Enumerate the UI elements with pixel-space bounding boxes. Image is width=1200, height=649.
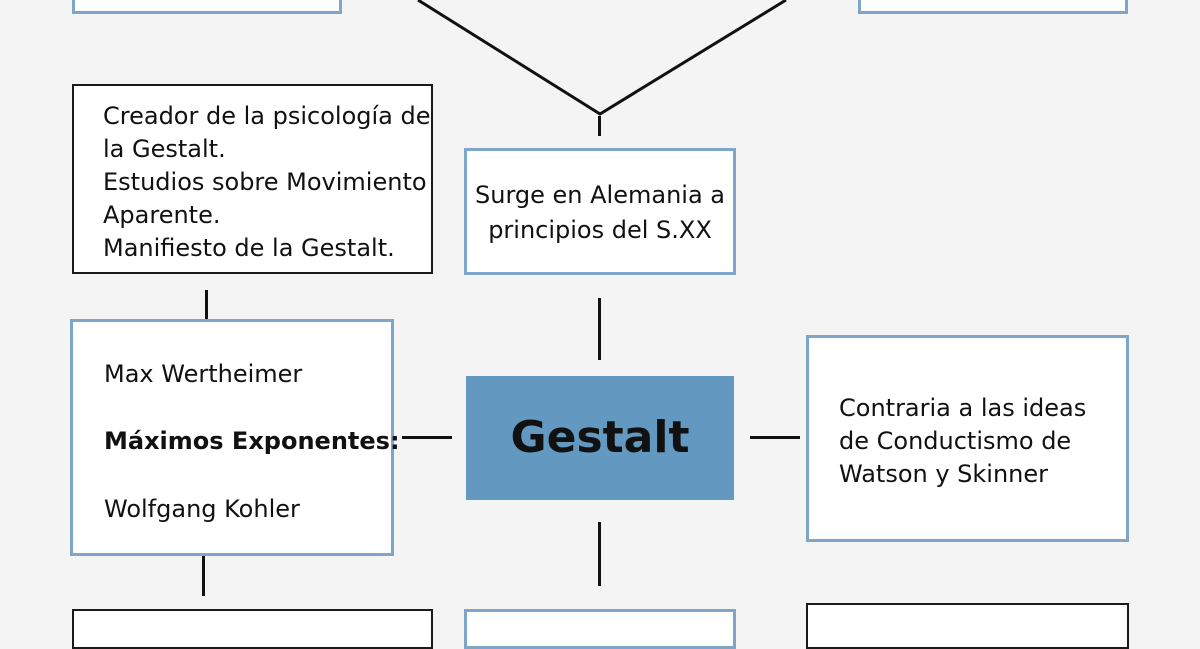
connector-creador-to-exponentes	[205, 290, 208, 342]
connector-exponentes-to-bottom	[202, 542, 205, 596]
creador-line-5: Manifiesto de la Gestalt.	[103, 234, 395, 262]
exponentes-heading: Máximos Exponentes:	[104, 427, 400, 455]
surge-box: Surge en Alemania a principios del S.XX	[464, 148, 736, 275]
creador-line-2: la Gestalt.	[103, 135, 226, 163]
connector-left-to-gestalt	[402, 436, 452, 439]
top-right-partial-box	[858, 0, 1128, 14]
creador-line-4: Aparente.	[103, 201, 221, 229]
creador-line-3: Estudios sobre Movimiento	[103, 168, 427, 196]
exponent-name-wertheimer: Max Wertheimer	[104, 360, 303, 388]
surge-line-2: principios del S.XX	[488, 216, 712, 244]
contraria-line-2: de Conductismo de	[839, 427, 1072, 455]
top-chevron-connector	[417, 0, 787, 116]
connector-gestalt-to-bottom	[598, 522, 601, 586]
exponent-name-kohler: Wolfgang Kohler	[104, 495, 300, 523]
contraria-line-3: Watson y Skinner	[839, 460, 1049, 488]
creador-box: Creador de la psicología de la Gestalt. …	[72, 84, 433, 274]
connector-gestalt-to-right	[750, 436, 800, 439]
contraria-box: Contraria a las ideas de Conductismo de …	[806, 335, 1129, 542]
connector-surge-to-gestalt	[598, 298, 601, 360]
connector-lines	[417, 0, 787, 116]
exponentes-box: Max Wertheimer Máximos Exponentes: Wolfg…	[70, 319, 400, 556]
bottom-center-partial-box	[464, 609, 736, 649]
bottom-right-partial-box	[806, 603, 1129, 649]
bottom-left-partial-box	[72, 609, 433, 649]
contraria-line-1: Contraria a las ideas	[839, 394, 1087, 422]
connector-chevron-to-surge	[598, 116, 601, 136]
top-left-partial-box	[72, 0, 342, 14]
gestalt-title: Gestalt	[510, 412, 690, 463]
creador-line-1: Creador de la psicología de	[103, 102, 431, 130]
surge-line-1: Surge en Alemania a	[475, 181, 725, 209]
gestalt-central-node: Gestalt	[466, 376, 734, 500]
